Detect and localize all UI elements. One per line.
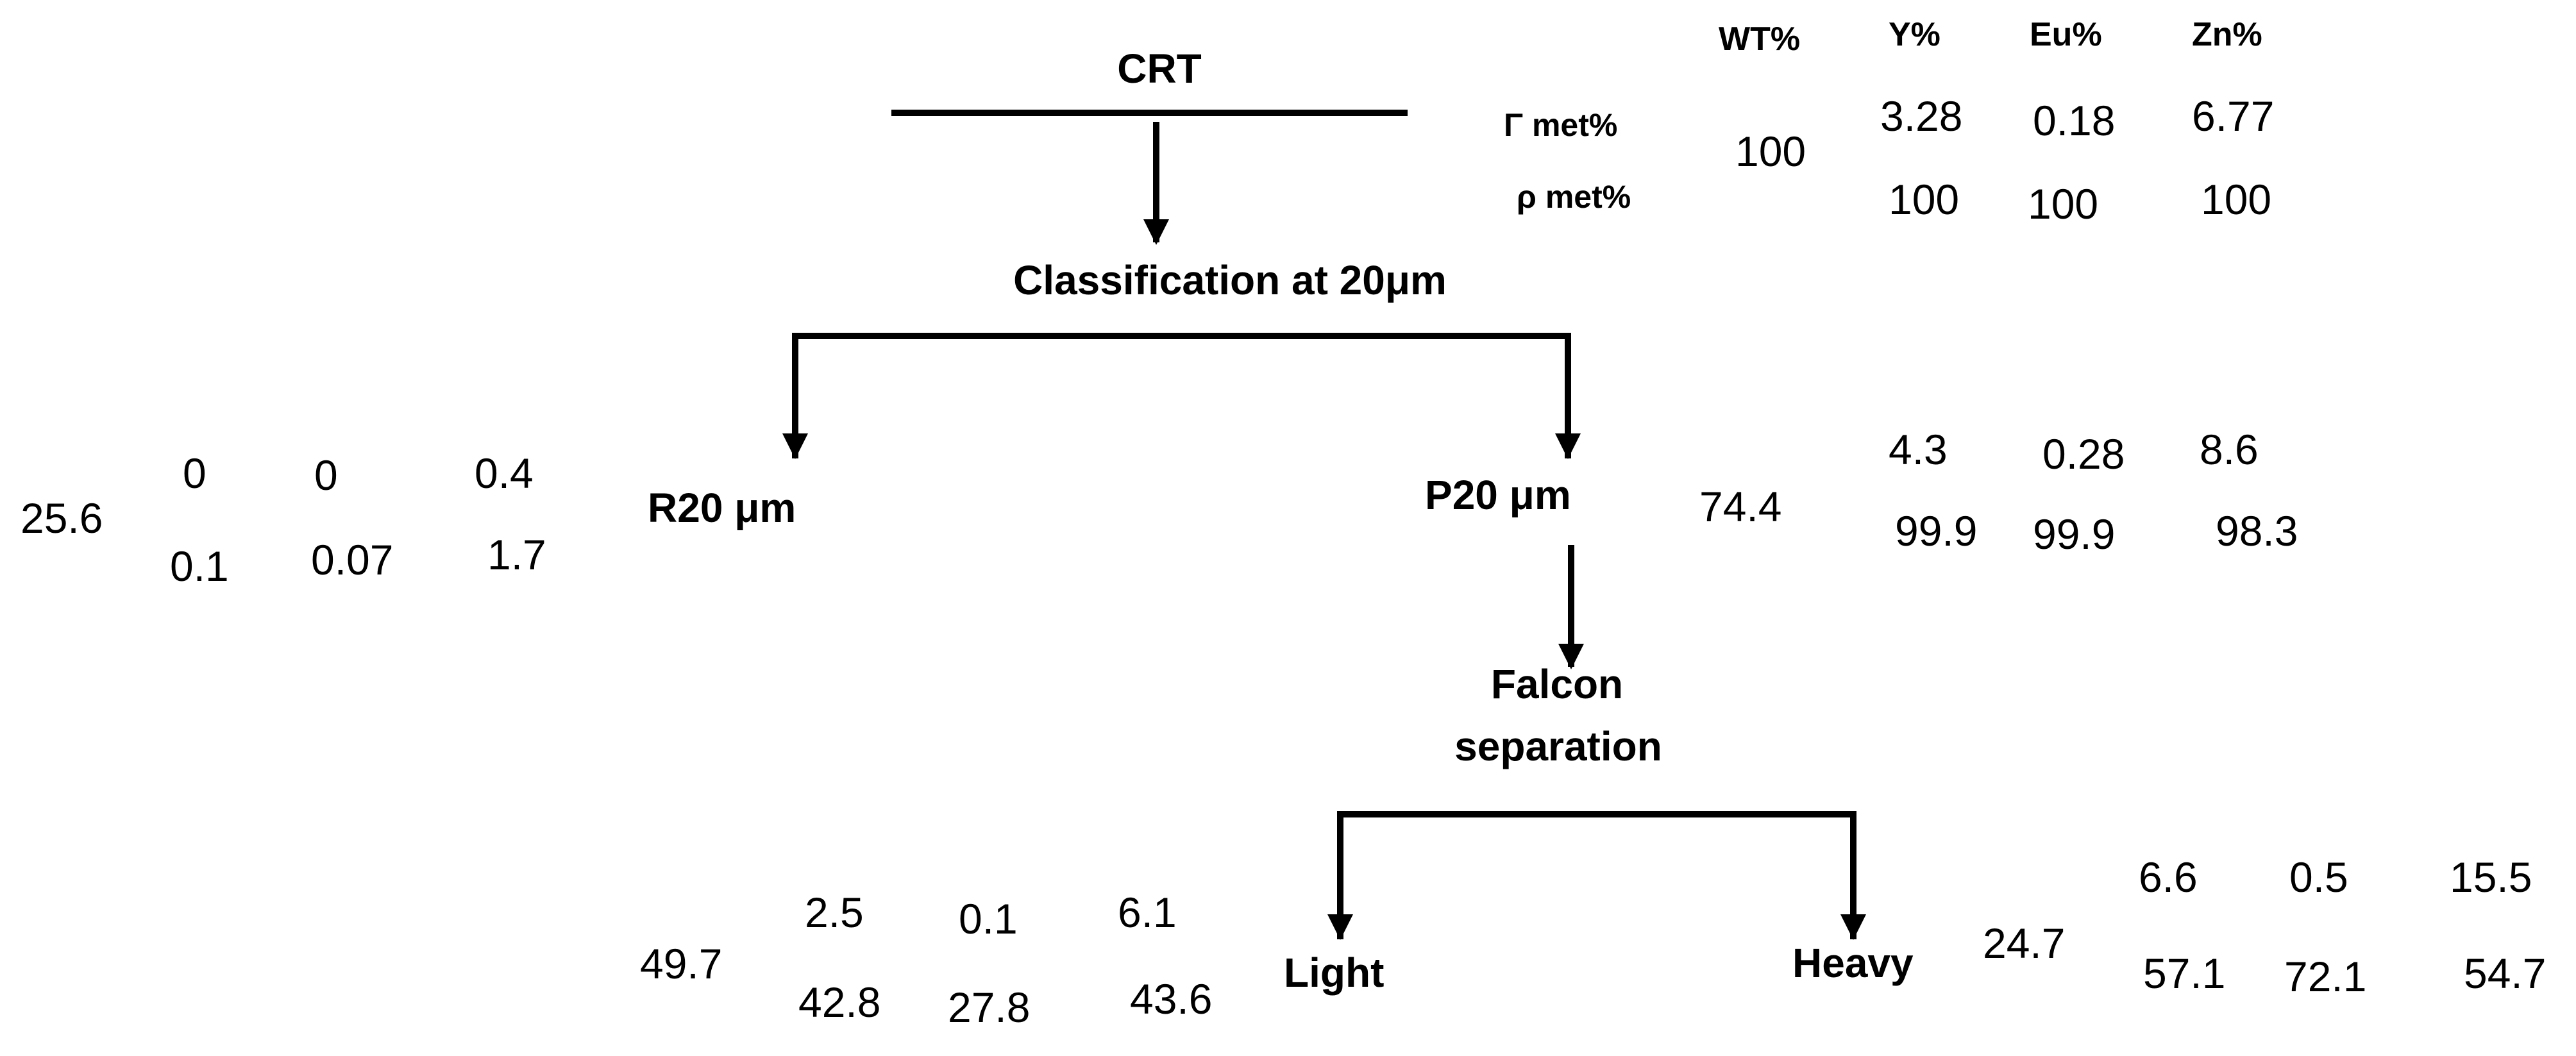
heavy-grade-zn: 15.5 xyxy=(2450,853,2532,901)
light-recovery-zn: 43.6 xyxy=(1130,975,1213,1023)
falcon-split-connector xyxy=(1337,811,1856,939)
r20-grade-eu: 0 xyxy=(314,451,338,499)
p20-recovery-y: 99.9 xyxy=(1895,507,1978,555)
crt-wt: 100 xyxy=(1735,128,1806,175)
heavy-recovery-y: 57.1 xyxy=(2143,950,2226,997)
r20-node-label: R20 μm xyxy=(648,485,796,531)
light-grade-zn: 6.1 xyxy=(1118,889,1177,936)
r20-recovery-y: 0.1 xyxy=(170,542,229,590)
p20-recovery-zn: 98.3 xyxy=(2216,507,2298,555)
crt-grade-y: 3.28 xyxy=(1880,92,1963,140)
falcon-node-label-line2: separation xyxy=(1454,723,1662,769)
light-recovery-y: 42.8 xyxy=(798,978,881,1026)
classification-split-connector xyxy=(792,333,1571,458)
r20-wt: 25.6 xyxy=(21,494,103,542)
heavy-wt: 24.7 xyxy=(1983,919,2066,967)
light-grade-y: 2.5 xyxy=(805,889,864,936)
header-zn: Zn% xyxy=(2192,16,2262,53)
heavy-grade-eu: 0.5 xyxy=(2289,853,2348,901)
p20-recovery-eu: 99.9 xyxy=(2033,510,2116,558)
light-grade-eu: 0.1 xyxy=(959,895,1018,943)
p20-grade-y: 4.3 xyxy=(1889,426,1948,473)
r20-grade-zn: 0.4 xyxy=(475,449,534,497)
p20-grade-zn: 8.6 xyxy=(2200,426,2259,473)
header-wt: WT% xyxy=(1719,21,1801,58)
r20-recovery-eu: 0.07 xyxy=(311,536,394,583)
crt-grade-eu: 0.18 xyxy=(2033,97,2116,144)
light-wt: 49.7 xyxy=(640,940,723,987)
light-node-label: Light xyxy=(1284,950,1385,996)
heavy-recovery-zn: 54.7 xyxy=(2464,950,2547,997)
crt-node-label: CRT xyxy=(1117,46,1202,92)
crt-grade-zn: 6.77 xyxy=(2192,92,2275,140)
header-y: Y% xyxy=(1889,16,1940,53)
crt-recovery-eu: 100 xyxy=(2028,180,2099,228)
p20-grade-eu: 0.28 xyxy=(2042,430,2125,478)
light-recovery-eu: 27.8 xyxy=(948,984,1031,1031)
crt-recovery-zn: 100 xyxy=(2201,176,2272,223)
r20-recovery-zn: 1.7 xyxy=(487,531,546,578)
header-eu: Eu% xyxy=(2030,16,2102,53)
crt-recovery-y: 100 xyxy=(1889,176,1960,223)
row-label-recovery: ρ met% xyxy=(1517,179,1631,215)
r20-grade-y: 0 xyxy=(183,449,206,497)
heavy-recovery-eu: 72.1 xyxy=(2284,953,2367,1000)
falcon-node-label-line1: Falcon xyxy=(1490,661,1624,707)
p20-wt: 74.4 xyxy=(1699,483,1782,530)
p20-node-label: P20 μm xyxy=(1425,472,1571,518)
classification-node-label: Classification at 20μm xyxy=(1013,257,1447,303)
heavy-grade-y: 6.6 xyxy=(2139,853,2198,901)
row-label-grade: Γ met% xyxy=(1504,107,1618,143)
heavy-node-label: Heavy xyxy=(1792,940,1914,986)
